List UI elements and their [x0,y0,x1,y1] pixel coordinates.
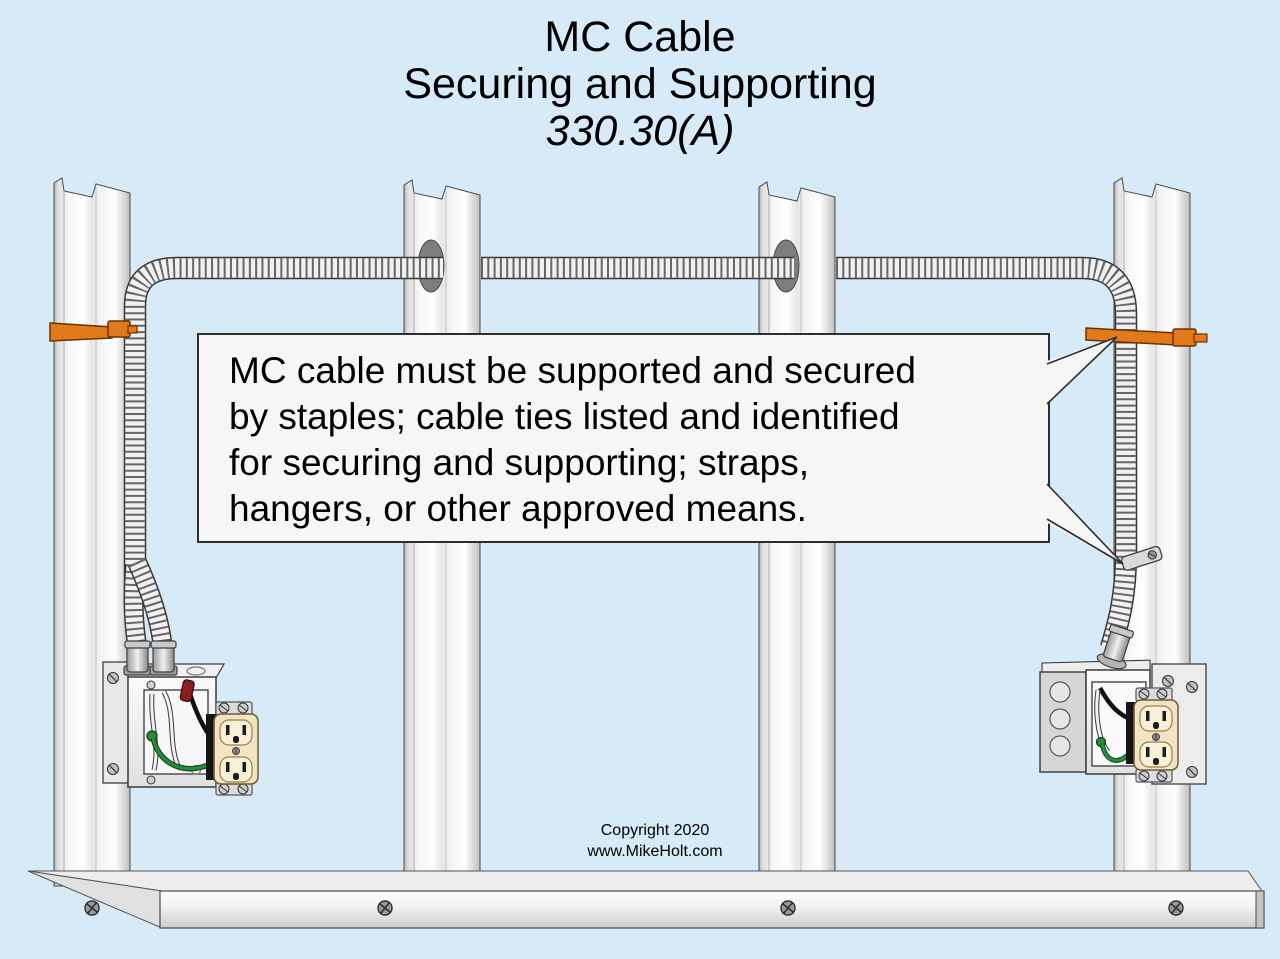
floor-track [27,870,1265,929]
track-screw-1 [84,900,100,916]
track-screw-3 [780,900,796,916]
knockout-3 [1049,735,1071,757]
website-line: www.MikeHolt.com [587,843,723,860]
callout-box: MC cable must be supported and secured b… [197,333,1050,543]
right-duplex-receptacle [1126,687,1179,783]
knockout-2 [1049,708,1071,730]
track-screws [84,900,1184,916]
red-wirenut [179,679,195,703]
copyright-line: Copyright 2020 [600,822,710,839]
callout-line-4: hangers, or other approved means. [229,488,807,529]
knockout-1 [1049,681,1071,703]
track-screw-4 [1168,900,1184,916]
title-code-reference: 330.30(A) [545,107,735,155]
title-line-1: MC Cable [544,13,736,61]
copyright-notice: Copyright 2020 www.MikeHolt.com [525,820,785,862]
left-cable-connectors [123,640,178,676]
right-outlet-assembly [1039,624,1207,785]
left-outlet-assembly [102,640,259,796]
mc-cable-segment-left [123,256,443,604]
mc-cable-segment-right [836,256,1138,652]
diagram-title: MC Cable Securing and Supporting 330.30(… [0,14,1280,155]
title-line-2: Securing and Supporting [403,60,877,108]
cable-tie-left [49,320,138,342]
left-duplex-receptacle [206,701,259,796]
track-screw-2 [377,900,393,916]
left-mounting-bracket [102,661,131,784]
right-cable-connector [1096,624,1134,670]
callout-line-2: by staples; cable ties listed and identi… [229,396,900,437]
mc-cable-run [123,256,1138,652]
callout-line-1: MC cable must be supported and secured [229,350,916,391]
callout-line-3: for securing and supporting; straps, [229,442,809,483]
knockout-top [186,666,206,676]
